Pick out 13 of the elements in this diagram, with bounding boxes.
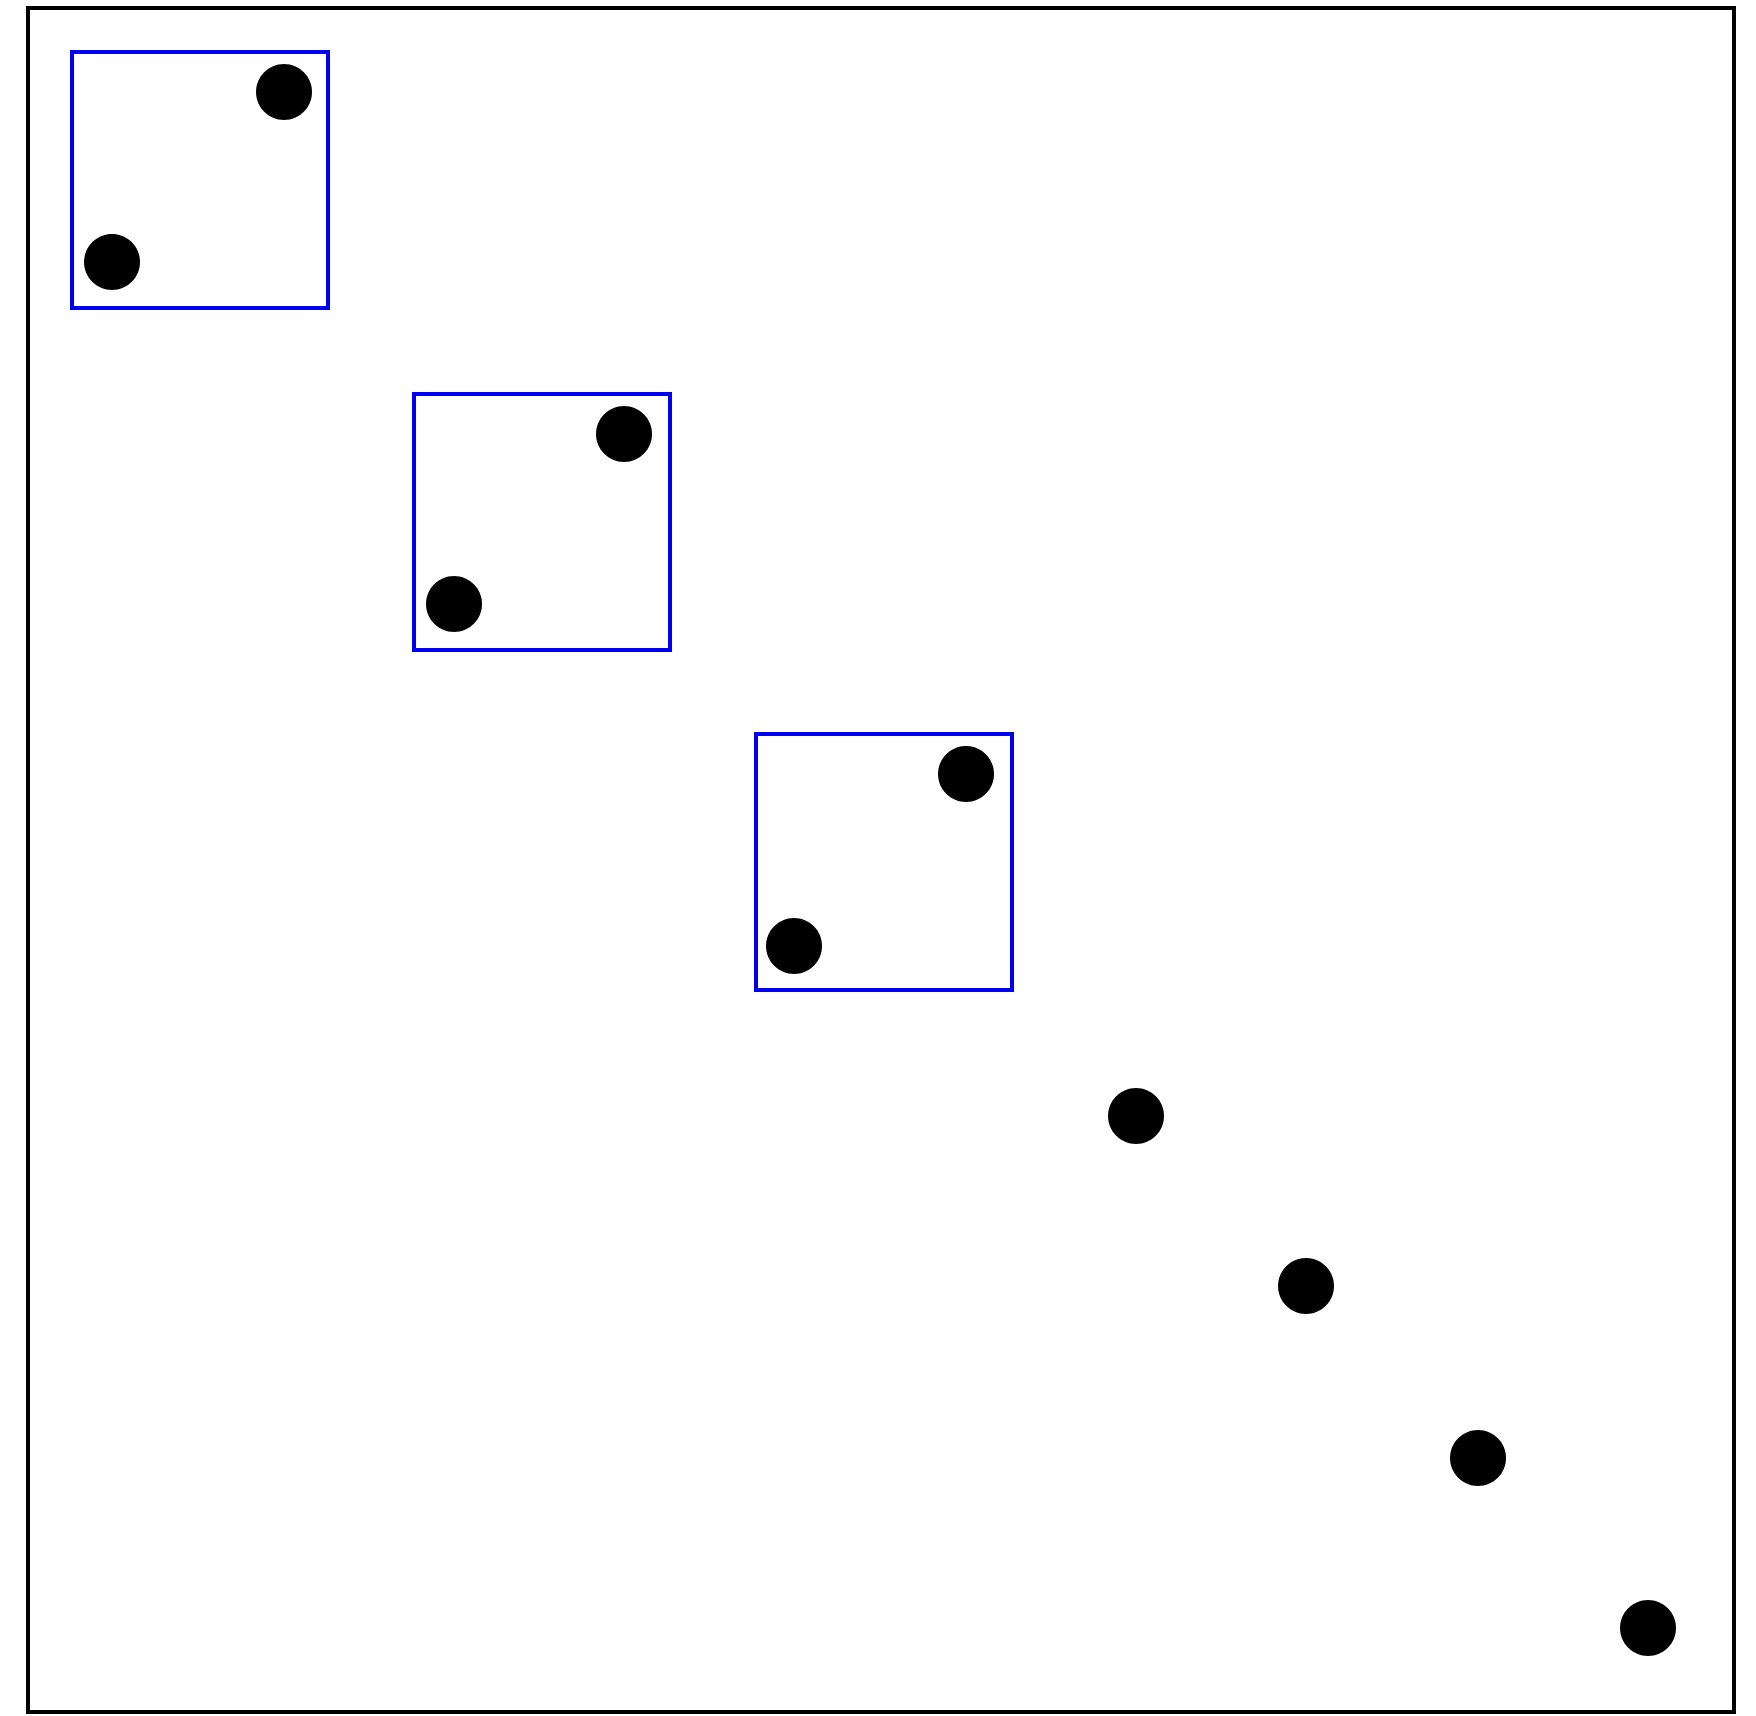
dot	[1108, 1088, 1164, 1144]
dot	[596, 406, 652, 462]
square-box	[754, 732, 1014, 992]
square-box	[70, 50, 330, 310]
dot	[256, 64, 312, 120]
dot	[766, 918, 822, 974]
dot	[1450, 1430, 1506, 1486]
dot	[938, 746, 994, 802]
square-box	[412, 392, 672, 652]
dot	[426, 576, 482, 632]
dot	[1620, 1600, 1676, 1656]
dot	[84, 234, 140, 290]
dot	[1278, 1258, 1334, 1314]
